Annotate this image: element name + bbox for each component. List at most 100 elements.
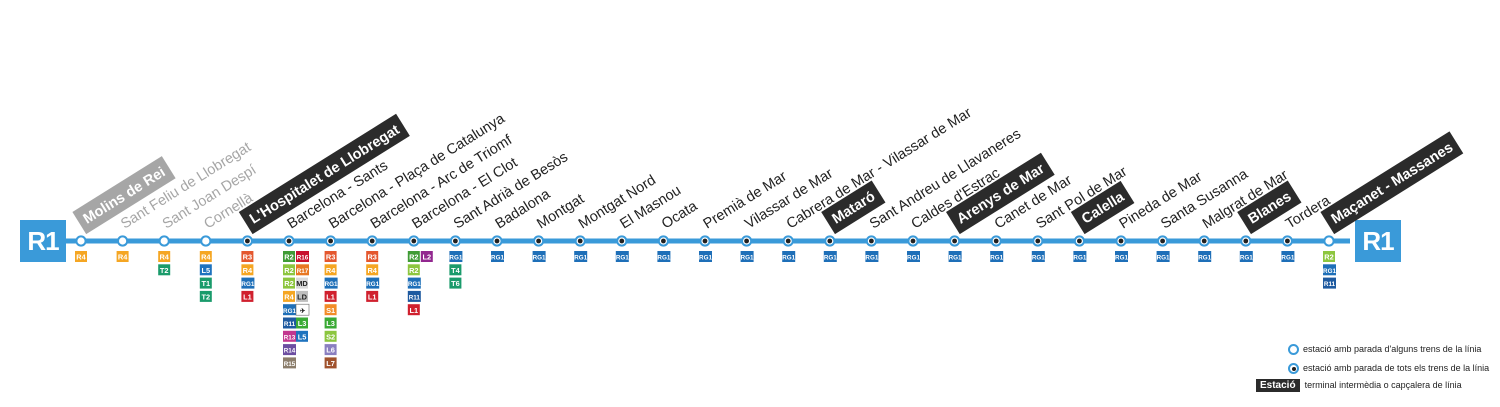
- station-label: Calella: [1070, 180, 1135, 235]
- connection-badge-label: L1: [409, 306, 418, 315]
- station-marker-dot: [744, 238, 749, 244]
- station-marker-dot: [1118, 238, 1124, 244]
- connection-badge-label: RG1: [699, 255, 712, 262]
- connection-badge: [283, 317, 296, 329]
- legend-partial-text: estació amb parada d'alguns trens de la …: [1303, 344, 1482, 354]
- connection-badge: [296, 251, 309, 262]
- connection-badge-label: R4: [201, 253, 211, 262]
- connection-badge: [407, 304, 420, 316]
- station-marker-dot: [369, 238, 375, 244]
- station-marker-dot: [1201, 238, 1207, 244]
- connection-badge: [283, 344, 296, 356]
- connection-badge: [449, 264, 462, 276]
- station-name-box: [946, 152, 1055, 235]
- connection-badge-label: RG1: [1032, 255, 1045, 262]
- station-marker-dot: [453, 238, 458, 244]
- connection-badge: [657, 251, 671, 262]
- connection-badge: [366, 264, 379, 276]
- station-marker-dot: [827, 238, 833, 244]
- connection-badge-label: R4: [326, 266, 336, 275]
- connection-badge-label: RG1: [366, 281, 379, 288]
- connection-badge-label: R17: [297, 268, 309, 275]
- connection-badge-label: L6: [326, 346, 335, 355]
- connection-badge-label: RG1: [824, 255, 837, 262]
- connection-badge-label: RG1: [949, 255, 962, 262]
- connection-badge-label: RG1: [1240, 255, 1253, 262]
- connection-badge: [1281, 251, 1295, 262]
- connection-badge: [740, 251, 754, 262]
- connection-badge: [366, 251, 379, 262]
- station-marker-dot: [619, 238, 625, 244]
- connection-badge-label: R13: [284, 334, 296, 341]
- connection-badge: [283, 330, 296, 342]
- station-name-box: [821, 180, 886, 235]
- connection-badge-label: RG1: [865, 255, 878, 262]
- connection-badge-label: R2: [409, 266, 418, 275]
- terminal-sample-box: Estació: [1256, 379, 1300, 392]
- connection-badge-label: R3: [367, 253, 376, 262]
- connection-badge: [296, 264, 309, 276]
- connection-badge: [865, 251, 879, 262]
- station-marker: [117, 235, 129, 247]
- station-marker-dot: [328, 238, 333, 244]
- connection-badge: [283, 357, 296, 369]
- connection-badge: [283, 251, 295, 262]
- connection-badge: [296, 330, 308, 342]
- connection-badge: [407, 251, 420, 262]
- connection-badge: [283, 290, 295, 302]
- connection-badge: [407, 264, 420, 276]
- connection-badge: [1073, 251, 1087, 262]
- connection-badge-label: R4: [76, 253, 86, 262]
- connection-badge: [324, 304, 337, 316]
- connection-badge: [283, 277, 295, 289]
- connection-badge-label: R2: [284, 279, 293, 288]
- connection-badge-label: RG1: [657, 255, 670, 262]
- connection-badge-label: RG1: [449, 255, 462, 262]
- connection-badge-label: LD: [297, 293, 308, 302]
- station-marker-dot: [785, 238, 791, 244]
- connection-badge: [324, 357, 337, 369]
- connection-badge-label: R2: [409, 253, 418, 262]
- connection-badge: [420, 251, 433, 262]
- station-marker: [158, 235, 170, 247]
- connection-badge: [158, 264, 171, 276]
- connection-badge-label: R11: [284, 321, 296, 328]
- connection-badge-label: T2: [201, 293, 210, 302]
- legend-all-text: estació amb parada de tots els trens de …: [1303, 363, 1490, 373]
- connection-badge: [532, 251, 546, 262]
- station-marker-dot: [910, 238, 916, 244]
- connection-badge: [324, 290, 337, 302]
- station-name-box: [72, 156, 176, 235]
- station-name: Maçanet - Massanes: [1329, 140, 1456, 228]
- connection-badge: [1156, 251, 1170, 262]
- connection-badge: [782, 251, 796, 262]
- connection-badge-label: T4: [451, 266, 461, 275]
- connection-badge: [324, 251, 337, 262]
- connection-badge-label: L2: [422, 253, 431, 262]
- connection-badge-label: R2: [284, 266, 293, 275]
- connection-badge: [75, 251, 87, 262]
- connection-badge: [296, 277, 308, 289]
- connection-badge-label: R16: [297, 255, 309, 262]
- legend-all: estació amb parada de tots els trens de …: [1288, 362, 1490, 375]
- station-marker-dot: [286, 238, 292, 244]
- connection-badge-label: L1: [368, 293, 377, 302]
- connection-badge-label: S1: [326, 306, 335, 315]
- connection-badge-label: L1: [243, 293, 252, 302]
- connection-badge: [296, 317, 308, 329]
- connection-badge: [283, 264, 295, 276]
- connection-badge-label: L1: [326, 293, 335, 302]
- connection-badge-label: RG1: [1115, 255, 1128, 262]
- connection-badge: [241, 277, 255, 289]
- connection-badge-label: RG1: [990, 255, 1003, 262]
- connection-badge-label: L3: [298, 319, 307, 328]
- station-marker-dot: [245, 238, 250, 244]
- station-marker: [75, 235, 87, 247]
- connection-badge-label: L7: [326, 359, 335, 368]
- connection-badge-label: R11: [1324, 281, 1336, 288]
- connection-badge-label: RG1: [533, 255, 546, 262]
- connection-badge: [199, 290, 212, 302]
- legend-partial: estació amb parada d'alguns trens de la …: [1288, 343, 1482, 356]
- connection-badge: [1031, 251, 1045, 262]
- connection-badge: [574, 251, 588, 262]
